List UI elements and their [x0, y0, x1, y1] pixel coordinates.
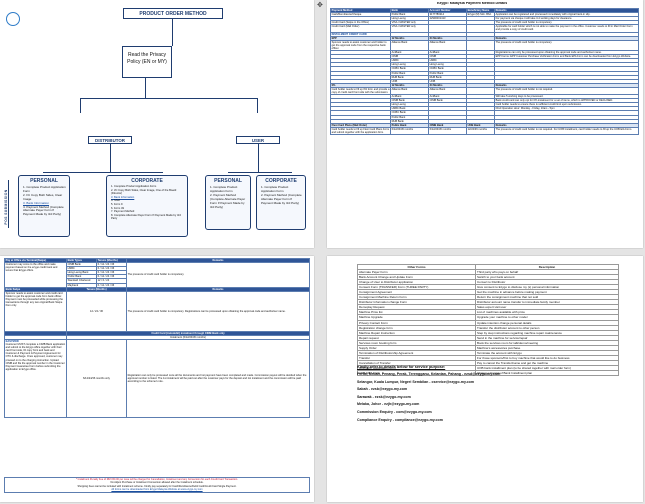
corporate-distributor-card: CORPORATE 1. Complete Product Applicatio… [106, 175, 188, 237]
ezygo-logo [6, 12, 20, 26]
personal-distributor-list: 1. Complete Product Application Form 2. … [23, 185, 66, 217]
payment-row: Card holder needs to fill up 0% form and… [330, 86, 639, 96]
corporate-distributor-list: 1. Complete Product Application Form 2. … [111, 185, 181, 221]
footer-notes: * Instalment Penalty Fee of RM 150.00 pe… [4, 477, 310, 493]
move-handle-icon[interactable]: ✥ [317, 2, 323, 9]
contact-line[interactable]: Selangor, Kuala Lumpur, Negeri Sembilan … [357, 379, 475, 384]
page-title: PRODUCT ORDER METHOD [123, 8, 223, 19]
contact-line[interactable]: Melaka, Johor - ezjh@ezygo-my.com [357, 402, 420, 407]
payment-title: Ezygo: Malaysia Payment Method Details [437, 2, 508, 5]
payment-row: Credit Card (Mail Order)VISA / MASTER on… [330, 24, 639, 33]
form-row[interactable]: Consent Form (TRANSFER) Form (THREE PART… [357, 284, 619, 291]
contact-line[interactable]: Sabah - ezsb@ezygo-my.com [357, 387, 408, 392]
distributor-box: DISTRIBUTOR [88, 136, 132, 144]
contact-line[interactable]: Sarawak - ezsk@ezygo-my.com [357, 394, 411, 399]
contact-line[interactable]: Commission Enquiry - com@ezygo-my.com [357, 409, 432, 414]
contact-line[interactable]: Perlis, Kedah, Penang, Perak, Terengganu… [357, 372, 501, 376]
page-instalment: Pay at Office via Terminal(Swipe)Bank Ty… [0, 256, 314, 502]
payment-row: Flexi Card Plans (Mail Order)Public Bank… [330, 122, 639, 128]
contact-section: Kindly refer to details below for servic… [357, 363, 619, 424]
payment-row: Card holder needs to fill up Flexi Card … [330, 126, 639, 136]
personal-user-card: PERSONAL 1. Complete Product Application… [205, 175, 251, 230]
corporate-user-card: CORPORATE 1. Complete Product Applicatio… [256, 175, 306, 230]
contact-line[interactable]: Compliance Enquiry - compliance@ezygo-my… [357, 417, 443, 422]
personal-distributor-card: PERSONAL 1. Complete Product Application… [18, 175, 70, 237]
user-box: USER [236, 136, 280, 144]
privacy-policy-box[interactable]: Read the Privacy Policy (EN or MY) [122, 46, 172, 78]
page-order-method: PRODUCT ORDER METHOD Read the Privacy Po… [0, 0, 314, 248]
page-payment-method: Ezygo: Malaysia Payment Method Details P… [327, 0, 643, 248]
payment-row: Sponsor needs to assist customer and hol… [330, 39, 639, 52]
terminal-table: Pay at Office via Terminal(Swipe)Bank Ty… [4, 257, 310, 418]
